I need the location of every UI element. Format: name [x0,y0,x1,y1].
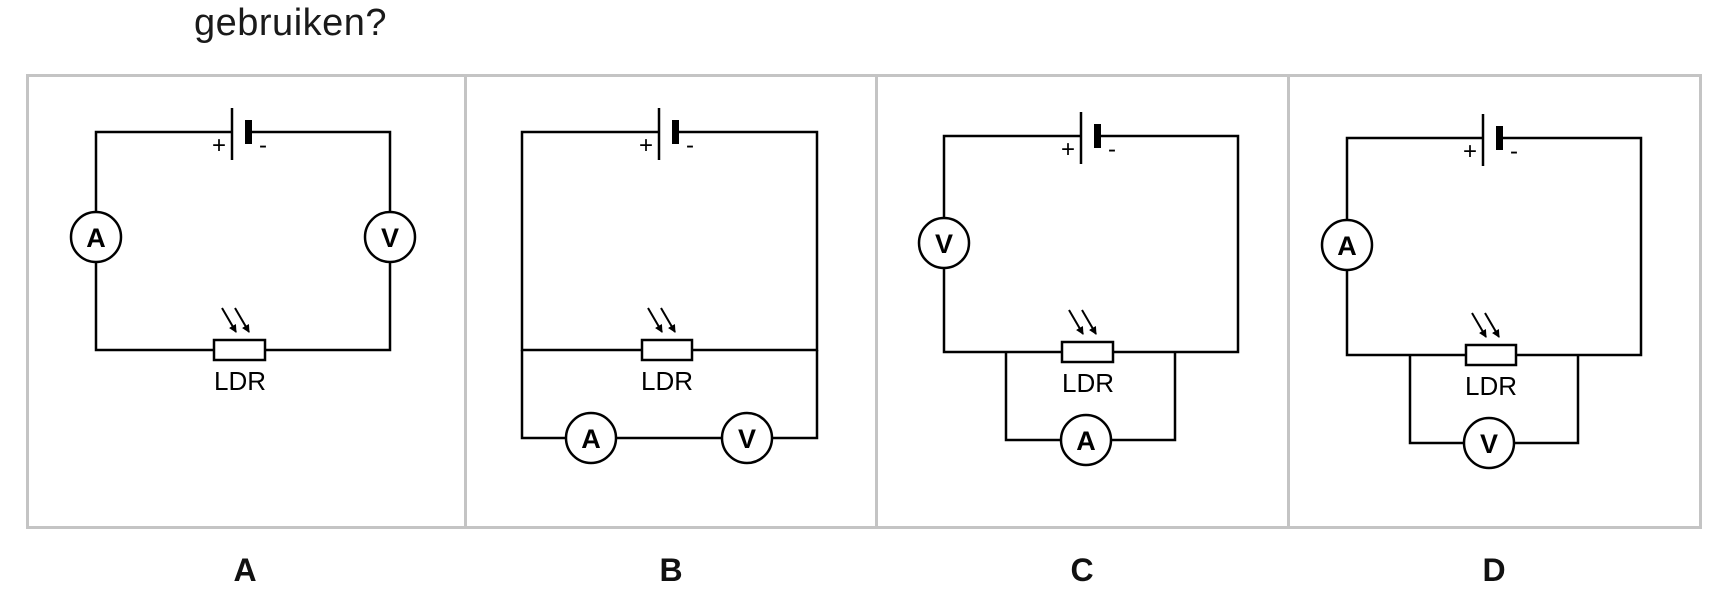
panel-divider [875,74,878,529]
circuit-b [520,108,819,465]
wire [1099,134,1240,354]
light-arrow [1484,312,1500,338]
option-label-b: B [659,552,683,588]
wire [1408,355,1464,445]
battery-minus-sign: - [1510,138,1518,165]
ammeter-label: A [581,424,601,454]
panel-divider [464,74,467,529]
battery-plus-sign: + [639,132,653,159]
wire [942,268,1062,354]
ldr-label: LDR [214,366,266,396]
wire [1514,355,1580,445]
question-text: gebruiken? [194,2,388,44]
light-arrow [234,307,250,333]
panel-divider [1287,74,1290,529]
voltmeter [363,210,417,264]
ldr-resistor [1464,343,1518,367]
wire [94,130,232,212]
wire [1345,136,1483,220]
light-arrow [660,307,676,333]
battery-short-plate [245,120,252,144]
battery-plus-sign: + [1463,138,1477,165]
wire [265,262,392,352]
wire [94,262,214,352]
wire [1345,270,1466,357]
voltmeter-label: V [738,424,756,454]
ammeter [1320,218,1374,272]
battery-minus-sign: - [259,132,267,159]
wire [1004,352,1061,442]
circuit-a [69,108,417,362]
ldr-label: LDR [1465,371,1517,401]
wire [1111,352,1177,442]
light-arrow [1471,312,1487,338]
light-arrow [1081,309,1097,335]
battery-short-plate [1094,124,1101,148]
wire [942,134,1081,218]
light-arrow [647,307,663,333]
voltmeter [917,216,971,270]
voltmeter [720,411,774,465]
ammeter [1059,413,1113,467]
ldr-label: LDR [1062,368,1114,398]
voltmeter-label: V [1480,429,1498,459]
wire [520,350,566,440]
wire [520,130,659,352]
battery-plus-sign: + [1061,136,1075,163]
voltmeter-label: V [935,229,953,259]
ldr-resistor [1060,340,1115,364]
wire [250,130,392,212]
voltmeter-label: V [381,223,399,253]
ammeter [69,210,123,264]
battery-short-plate [1496,126,1503,150]
option-label-d: D [1482,552,1506,588]
battery-minus-sign: - [1108,136,1116,163]
options-frame [26,74,1702,529]
wire [772,350,819,440]
light-arrow [1068,309,1084,335]
circuit-d [1320,114,1643,470]
light-arrow [221,307,237,333]
battery-plus-sign: + [212,132,226,159]
wire [1501,136,1643,357]
ammeter-label: A [1337,231,1357,261]
wire [677,130,819,352]
circuit-c [917,112,1240,467]
ammeter-label: A [86,223,106,253]
battery-short-plate [672,120,679,144]
ldr-resistor [640,338,694,362]
ldr-resistor [212,338,267,362]
ammeter [564,411,618,465]
ldr-label: LDR [641,366,693,396]
ammeter-label: A [1076,426,1096,456]
voltmeter [1462,416,1516,470]
option-label-a: A [233,552,257,588]
option-label-c: C [1070,552,1094,588]
battery-minus-sign: - [686,132,694,159]
